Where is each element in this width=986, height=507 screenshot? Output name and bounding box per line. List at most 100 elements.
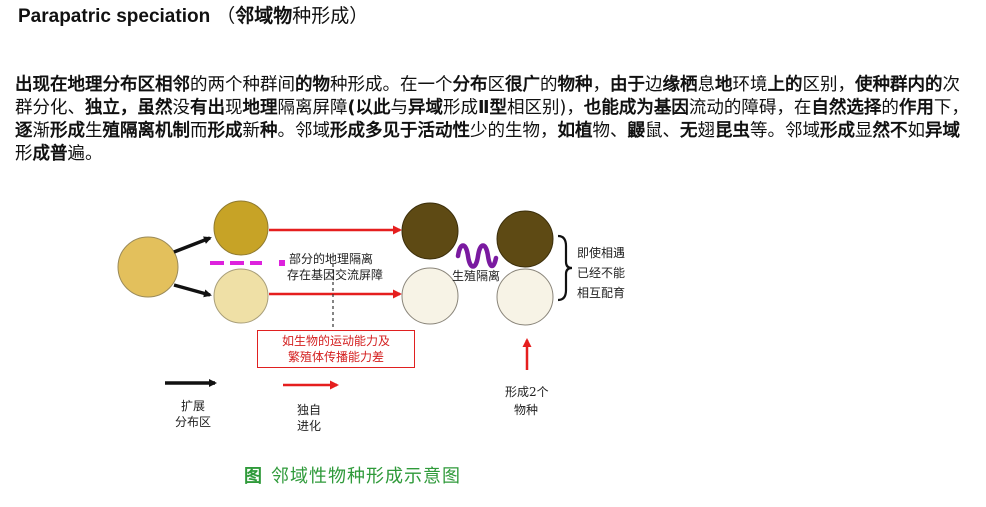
- paragraph-segment: 形成: [443, 98, 478, 118]
- paragraph-segment: 的物: [295, 75, 330, 95]
- paragraph-segment: 上的: [767, 75, 803, 95]
- paragraph-segment: 鼹: [627, 121, 646, 141]
- paragraph-segment: 与: [390, 98, 409, 118]
- paragraph-segment: 地理: [242, 98, 278, 118]
- caption-text: 邻域性物种形成示意图: [271, 466, 461, 487]
- reproductive-isolation-label: 生殖隔离: [452, 269, 501, 283]
- paragraph-segment: 的: [540, 75, 558, 95]
- paragraph-segment: 区: [487, 75, 506, 95]
- upper-subpopulation-circle: [213, 200, 269, 256]
- result-label-line2: 已经不能: [577, 266, 626, 280]
- paragraph-segment: 有出: [190, 98, 225, 118]
- paragraph-segment: 新: [242, 121, 261, 141]
- expand-arrow-lower: [173, 283, 212, 298]
- paragraph-segment: 边: [645, 75, 663, 95]
- paragraph-segment: 分布: [452, 75, 488, 95]
- paragraph-segment: 异域: [408, 98, 443, 118]
- paragraph-segment: 而: [190, 121, 208, 141]
- paragraph-segment: 昆虫: [715, 121, 750, 141]
- paragraph-segment: 次群分化、: [15, 75, 960, 118]
- species-a-circle: [496, 210, 554, 268]
- paragraph-segment: 种: [260, 121, 278, 141]
- paragraph-segment: 形成: [820, 121, 855, 141]
- diverged-upper-circle: [401, 202, 459, 260]
- paragraph-segment: 作用: [898, 98, 934, 118]
- title-chinese-bold: 邻域物: [235, 5, 293, 27]
- reproductive-isolation-squiggle: [455, 243, 499, 269]
- paragraph-segment: 的两个种群间: [190, 75, 295, 95]
- paragraph-segment: 形成: [207, 121, 243, 141]
- paragraph-segment: 虽然: [137, 98, 173, 118]
- caption-figure-marker: 图: [244, 466, 263, 487]
- title-english: Parapatric speciation: [18, 6, 211, 27]
- paragraph-segment: 出现在地理分布区相邻: [15, 75, 190, 95]
- legend-species-line1: 形成2个: [505, 385, 549, 399]
- cause-box-line1: 如生物的运动能力及: [281, 334, 390, 348]
- legend-evolve-line2: 进化: [297, 419, 322, 433]
- paragraph-segment: 成普: [32, 144, 68, 164]
- paragraph-segment: 异域: [925, 121, 960, 141]
- paragraph-segment: 区别，: [802, 75, 856, 95]
- legend-evolve-line1: 独自: [297, 403, 322, 417]
- paragraph-segment: 等。邻域: [750, 121, 820, 141]
- paragraph-segment: 然: [872, 121, 891, 141]
- paragraph-segment: 少的生物，: [470, 121, 558, 141]
- cause-box: 如生物的运动能力及 繁殖体传播能力差: [257, 330, 415, 368]
- paragraph-segment: 殖隔离: [102, 121, 156, 141]
- paragraph-segment: 。邻域: [277, 121, 331, 141]
- paragraph-segment: 翅: [697, 121, 716, 141]
- paragraph-segment: 物、: [592, 121, 628, 141]
- paragraph-segment: 没: [172, 98, 191, 118]
- paragraph-segment: 渐: [32, 121, 51, 141]
- paragraph-segment: 由于: [610, 75, 645, 95]
- paragraph-segment: 多见于活动性: [365, 121, 470, 141]
- legend-expand-line2: 分布区: [175, 415, 212, 429]
- page-title: Parapatric speciation （邻域物种形成）: [18, 3, 368, 30]
- paragraph-segment: 逐: [15, 121, 33, 141]
- legend-expand-line1: 扩展: [181, 399, 206, 413]
- paragraph-segment: ，: [592, 75, 611, 95]
- paragraph-segment: 流动的障碍，在: [688, 98, 812, 118]
- paragraph-segment: Ⅱ型: [478, 98, 508, 118]
- title-chinese-rest: 种形成: [292, 5, 350, 27]
- paragraph-segment: 生: [85, 121, 103, 141]
- ancestral-population-circle: [117, 236, 179, 298]
- paragraph-segment: 如植: [557, 121, 593, 141]
- paragraph-segment: 独立，: [85, 98, 138, 118]
- paragraph-segment: 相区别)，: [507, 98, 584, 118]
- result-bracket: [557, 234, 573, 302]
- paragraph-segment: 缘栖: [662, 75, 698, 95]
- title-open-paren: （: [210, 5, 236, 27]
- paragraph-segment: 息: [697, 75, 716, 95]
- paragraph-segment: 遍。: [67, 144, 103, 164]
- title-close-paren: ）: [349, 5, 369, 27]
- result-label-line3: 相互配育: [577, 286, 626, 300]
- cause-box-line2: 繁殖体传播能力差: [287, 350, 384, 364]
- paragraph-segment: 不: [890, 121, 908, 141]
- paragraph-segment: 隔离屏障: [277, 98, 348, 118]
- paragraph-segment: 鼠、: [645, 121, 680, 141]
- paragraph-segment: 显: [855, 121, 873, 141]
- paragraph-segment: 自然选择: [811, 98, 882, 118]
- lower-subpopulation-circle: [213, 268, 269, 324]
- legend-species-line2: 物种: [514, 403, 539, 417]
- paragraph-segment: 也能成为基因: [583, 98, 689, 118]
- paragraph-segment: 使种群内的: [855, 75, 943, 95]
- species-b-circle: [496, 268, 554, 326]
- paragraph-segment: 机制: [155, 121, 190, 141]
- paragraph-segment: 的: [881, 98, 899, 118]
- barrier-label-line2: 存在基因交流屏障: [287, 268, 384, 282]
- paragraph-segment: 很广: [505, 75, 540, 95]
- paragraph-segment: 物种: [557, 75, 593, 95]
- paragraph-segment: 地: [715, 75, 733, 95]
- paragraph-segment: 种形成。在一个: [330, 75, 453, 95]
- paragraph-segment: 形成: [330, 121, 365, 141]
- diverged-lower-circle: [401, 267, 459, 325]
- barrier-label-line1: 部分的地理隔离: [289, 252, 374, 266]
- paragraph-segment: 形成: [50, 121, 85, 141]
- paragraph-segment: 现: [225, 98, 243, 118]
- paragraph-segment: 如: [907, 121, 926, 141]
- paragraph-segment: 形: [15, 144, 33, 164]
- figure-caption: 图邻域性物种形成示意图: [244, 462, 461, 488]
- expand-arrow-upper: [173, 236, 212, 254]
